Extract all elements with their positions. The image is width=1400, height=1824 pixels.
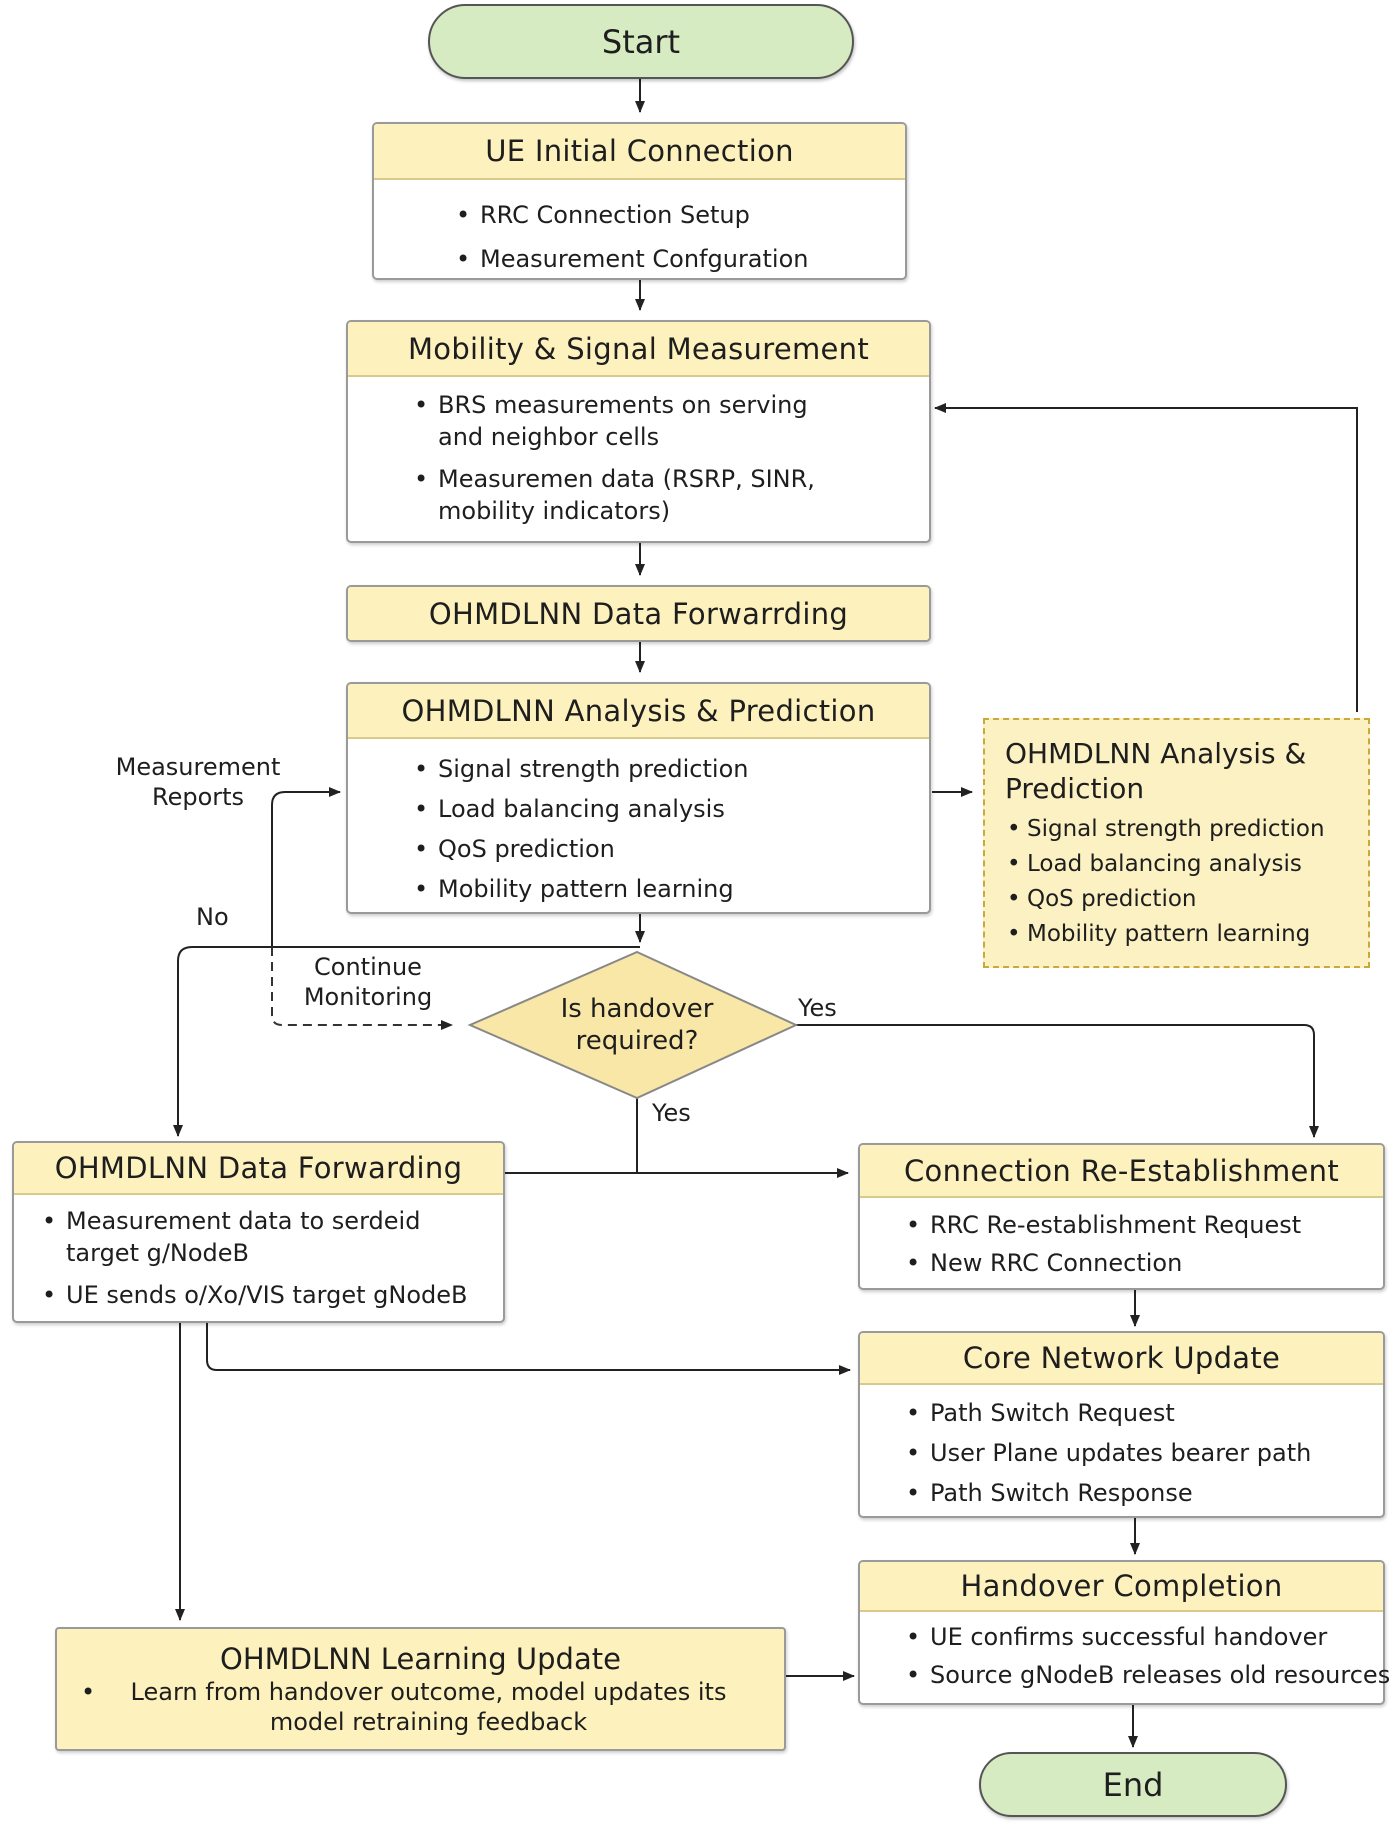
core-network-update-box: Core Network Update Path Switch Request … (858, 1331, 1385, 1518)
label-measurement-reports: Measurement Reports (115, 753, 281, 811)
list-item: UE sends o/Xo/VIS target gNodeB (36, 1279, 491, 1311)
handover-completion-title: Handover Completion (860, 1562, 1383, 1612)
handover-completion-list: UE confirms successful handover Source g… (860, 1612, 1390, 1694)
list-item: New RRC Connection (900, 1244, 1383, 1282)
start-terminal: Start (428, 4, 854, 79)
data-forwarding-left-box: OHMDLNN Data Forwarding Measurement data… (12, 1141, 505, 1323)
data-forwarding-left-title: OHMDLNN Data Forwarding (14, 1143, 503, 1195)
list-item: Signal strength prediction (1005, 812, 1356, 847)
list-item: User Plane updates bearer path (900, 1433, 1383, 1473)
list-item: Signal strength prediction (408, 749, 929, 789)
list-item: Measurement data to serdeid target g/Nod… (36, 1205, 466, 1269)
decision-diamond (467, 950, 799, 1100)
arrow-side-loop-to-mobility (934, 403, 1358, 712)
analysis-prediction-list: Signal strength prediction Load balancin… (348, 739, 929, 909)
arrow-continue-monitoring (271, 947, 453, 1030)
analysis-prediction-title: OHMDLNN Analysis & Prediction (348, 684, 929, 739)
list-item: RRC Connection Setup (450, 193, 905, 237)
decision-text: Is handover required? (560, 994, 714, 1056)
arrow-decision-yes-right (796, 1024, 1319, 1138)
learning-update-body-wrap: • Learn from handover outcome, model upd… (57, 1677, 784, 1737)
mobility-measurement-list: BRS measurements on serving and neighbor… (348, 377, 929, 527)
list-item: BRS measurements on serving and neighbor… (408, 389, 818, 453)
arrow-forwarding-to-core (206, 1323, 851, 1375)
label-continue-monitoring: Continue Monitoring (303, 953, 433, 1011)
analysis-prediction-box: OHMDLNN Analysis & Prediction Signal str… (346, 682, 931, 914)
list-item: Mobility pattern learning (1005, 917, 1356, 952)
bullet-icon: • (81, 1678, 96, 1706)
list-item: Mobility pattern learning (408, 869, 929, 909)
core-network-update-title: Core Network Update (860, 1333, 1383, 1385)
list-item: Measurement Confguration (450, 237, 905, 281)
mobility-measurement-title: Mobility & Signal Measurement (348, 322, 929, 377)
label-no: No (196, 903, 229, 931)
learning-update-box: OHMDLNN Learning Update • Learn from han… (55, 1627, 786, 1751)
learning-update-body: Learn from handover outcome, model updat… (130, 1678, 727, 1736)
list-item: QoS prediction (408, 829, 929, 869)
list-item: Path Switch Response (900, 1473, 1383, 1513)
data-forwarding-top-title: OHMDLNN Data Forwarrding (348, 587, 929, 640)
list-item: UE confirms successful handover (900, 1618, 1383, 1656)
analysis-prediction-side-title: OHMDLNN Analysis & Prediction (1005, 737, 1307, 805)
ue-initial-connection-list: RRC Connection Setup Measurement Confgur… (374, 180, 905, 281)
core-network-update-list: Path Switch Request User Plane updates b… (860, 1385, 1383, 1513)
end-terminal: End (979, 1752, 1287, 1817)
handover-completion-box: Handover Completion UE confirms successf… (858, 1560, 1390, 1705)
learning-update-title: OHMDLNN Learning Update (220, 1642, 621, 1676)
analysis-prediction-side-box: OHMDLNN Analysis & Prediction Signal str… (983, 718, 1370, 968)
list-item: Source gNodeB releases old resources (900, 1656, 1390, 1694)
connection-reestablishment-title: Connection Re-Establishment (860, 1145, 1383, 1198)
data-forwarding-left-list: Measurement data to serdeid target g/Nod… (14, 1195, 503, 1311)
list-item: Load balancing analysis (1005, 847, 1356, 882)
arrow-no-to-forwarding-left (173, 946, 640, 1137)
connection-reestablishment-list: RRC Re-establishment Request New RRC Con… (860, 1198, 1383, 1282)
list-item: Measuremen data (RSRP, SINR, mobility in… (408, 463, 818, 527)
list-item: Path Switch Request (900, 1393, 1383, 1433)
mobility-measurement-box: Mobility & Signal Measurement BRS measur… (346, 320, 931, 543)
label-yes-down: Yes (652, 1099, 691, 1127)
data-forwarding-top-box: OHMDLNN Data Forwarrding (346, 585, 931, 642)
ue-initial-connection-box: UE Initial Connection RRC Connection Set… (372, 122, 907, 281)
label-yes-right: Yes (798, 994, 837, 1022)
ue-initial-connection-title: UE Initial Connection (374, 124, 905, 180)
arrow-measurement-reports (271, 787, 341, 947)
list-item: QoS prediction (1005, 882, 1356, 917)
analysis-prediction-side-list: Signal strength prediction Load balancin… (1005, 812, 1356, 952)
connection-reestablishment-box: Connection Re-Establishment RRC Re-estab… (858, 1143, 1385, 1290)
list-item: RRC Re-establishment Request (900, 1206, 1383, 1244)
list-item: Load balancing analysis (408, 789, 929, 829)
